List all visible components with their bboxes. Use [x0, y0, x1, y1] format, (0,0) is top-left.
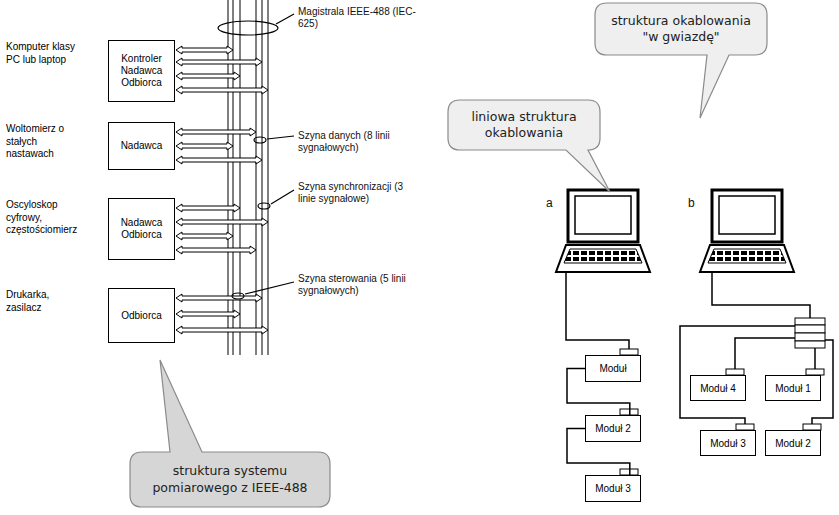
module-box: Moduł 3: [585, 475, 641, 502]
callout-bubble: struktura okablowania "w gwiazdę": [595, 3, 767, 55]
bus-lines: [228, 0, 268, 355]
device-box: Woltomierz o stałych nastawachNadawca: [108, 122, 175, 170]
bus-arrow: [176, 232, 233, 240]
box-text: Moduł 4: [700, 383, 736, 394]
module-plugs: [620, 349, 824, 475]
laptop-icon: [556, 190, 650, 272]
cables: [566, 272, 833, 424]
bus-arrow: [176, 204, 240, 212]
device-box: Oscyloskop cyfrowy, częstościomierzNadaw…: [108, 198, 175, 260]
box-text: Moduł 1: [775, 383, 811, 394]
callout-shape: [130, 360, 330, 507]
bus-arrow: [176, 294, 262, 302]
bus-label: Szyna sterowania (5 linii sygnałowych): [298, 273, 423, 297]
box-text: Kontroler Nadawca Odbiorca: [112, 53, 171, 89]
box-text: Nadawca: [121, 140, 163, 152]
box-text: Moduł 2: [595, 423, 631, 434]
bus-arrow: [176, 72, 240, 80]
box-text: Moduł 2: [775, 438, 811, 449]
bus-arrow: [176, 58, 262, 66]
bus-arrow: [176, 128, 256, 136]
bus-label: Szyna danych (8 linii sygnałowych): [298, 130, 423, 154]
box-text: Odbiorca: [121, 310, 162, 322]
box-text: Nadawca Odbiorca: [112, 217, 171, 241]
device-name: Komputer klasy PC lub laptop: [6, 41, 76, 66]
callout-shape: [595, 3, 767, 118]
panel-letter: a: [546, 196, 558, 210]
device-box: Drukarka, zasilaczOdbiorca: [108, 288, 175, 343]
box-text: struktura okablowania "w gwiazdę": [605, 13, 757, 46]
bus-markers: [218, 14, 294, 299]
box-text: Moduł: [599, 363, 626, 374]
bus-arrow: [176, 310, 240, 318]
box-text: liniowa struktura okablowania: [458, 109, 590, 142]
panel-letter: b: [688, 196, 700, 210]
bus-arrows: [176, 46, 268, 334]
bus-arrow: [176, 142, 233, 150]
callout-bubble: liniowa struktura okablowania: [448, 100, 600, 150]
module-box: Moduł: [585, 355, 641, 382]
bus-arrow: [176, 246, 256, 254]
callout-bubble: struktura systemu pomiarowego z IEEE-488: [130, 452, 330, 507]
box-text: struktura systemu pomiarowego z IEEE-488: [140, 463, 320, 496]
module-box: Moduł 3: [700, 430, 756, 456]
bus-arrow: [176, 86, 268, 94]
bus-arrow: [176, 218, 268, 226]
hub-connectors: [795, 318, 825, 348]
bus-label: Magistrala IEEE-488 (IEC-625): [298, 6, 428, 30]
laptop-icon: [700, 190, 794, 272]
box-text: Moduł 3: [710, 438, 746, 449]
module-box: Moduł 2: [765, 430, 821, 456]
bus-label: Szyna synchronizacji (3 linie sygnałowe): [298, 181, 423, 205]
bus-arrow: [176, 326, 268, 334]
bus-arrow: [176, 46, 233, 54]
module-box: Moduł 4: [690, 375, 746, 401]
callout-shape: [448, 100, 610, 192]
device-name: Oscyloskop cyfrowy, częstościomierz: [6, 199, 76, 237]
module-box: Moduł 2: [585, 415, 641, 442]
device-box: Komputer klasy PC lub laptopKontroler Na…: [108, 40, 175, 102]
bus-arrow: [176, 156, 262, 164]
module-box: Moduł 1: [765, 375, 821, 401]
box-text: Moduł 3: [595, 483, 631, 494]
device-name: Woltomierz o stałych nastawach: [6, 123, 76, 161]
device-name: Drukarka, zasilacz: [6, 289, 76, 314]
